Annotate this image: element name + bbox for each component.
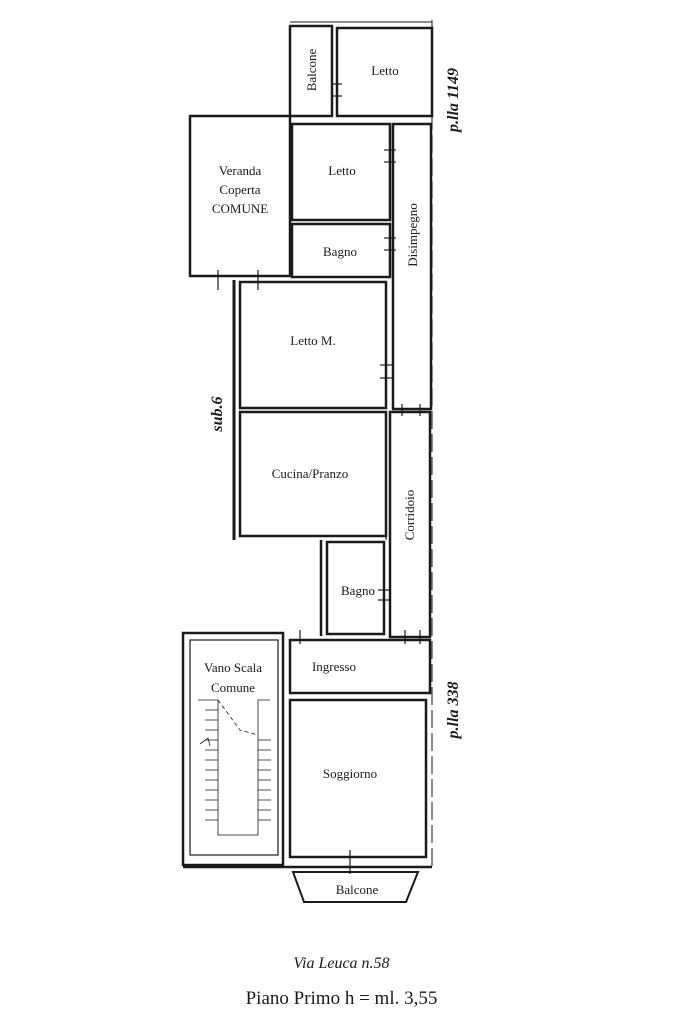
label-letto-top: Letto xyxy=(371,63,398,78)
label-p-lla-1149: p.lla 1149 xyxy=(445,68,462,134)
label-letto-m: Letto M. xyxy=(290,333,336,348)
label-ingresso: Ingresso xyxy=(312,659,356,674)
label-vano-2: Comune xyxy=(211,680,255,695)
label-soggiorno: Soggiorno xyxy=(323,766,377,781)
room-balcone-bottom xyxy=(291,871,420,903)
label-veranda-3: COMUNE xyxy=(212,201,268,216)
room-balcone-top xyxy=(288,24,334,118)
room-veranda xyxy=(188,114,292,278)
room-disimpegno xyxy=(391,122,433,411)
room-cucina xyxy=(238,410,388,538)
address-caption: Via Leuca n.58 xyxy=(293,955,390,972)
label-veranda-2: Coperta xyxy=(219,182,260,197)
room-bagno-lower xyxy=(325,540,386,636)
label-cucina: Cucina/Pranzo xyxy=(272,466,349,481)
label-balcone-bottom: Balcone xyxy=(336,882,379,897)
label-vano-1: Vano Scala xyxy=(204,660,262,675)
label-corridoio: Corridoio xyxy=(402,490,417,541)
label-bagno-lower: Bagno xyxy=(341,583,375,598)
stair-inner xyxy=(189,639,279,856)
stair-steps xyxy=(198,699,271,836)
room-corridoio xyxy=(388,410,432,639)
room-vano-scala xyxy=(181,631,285,867)
room-letto-top xyxy=(335,26,434,118)
label-letto-mid: Letto xyxy=(328,163,355,178)
door-openings xyxy=(217,83,421,874)
label-sub-6: sub.6 xyxy=(209,396,226,432)
room-ingresso xyxy=(288,638,432,695)
room-soggiorno xyxy=(288,698,428,859)
label-veranda-1: Veranda xyxy=(219,163,262,178)
room-letto-m xyxy=(238,280,388,410)
label-disimpegno: Disimpegno xyxy=(405,203,420,267)
label-balcone-top: Balcone xyxy=(304,48,319,91)
label-p-lla-338: p.lla 338 xyxy=(445,682,462,741)
floor-caption: Piano Primo h = ml. 3,55 xyxy=(245,988,438,1009)
label-bagno-upper: Bagno xyxy=(323,244,357,259)
room-letto-mid xyxy=(290,122,392,222)
